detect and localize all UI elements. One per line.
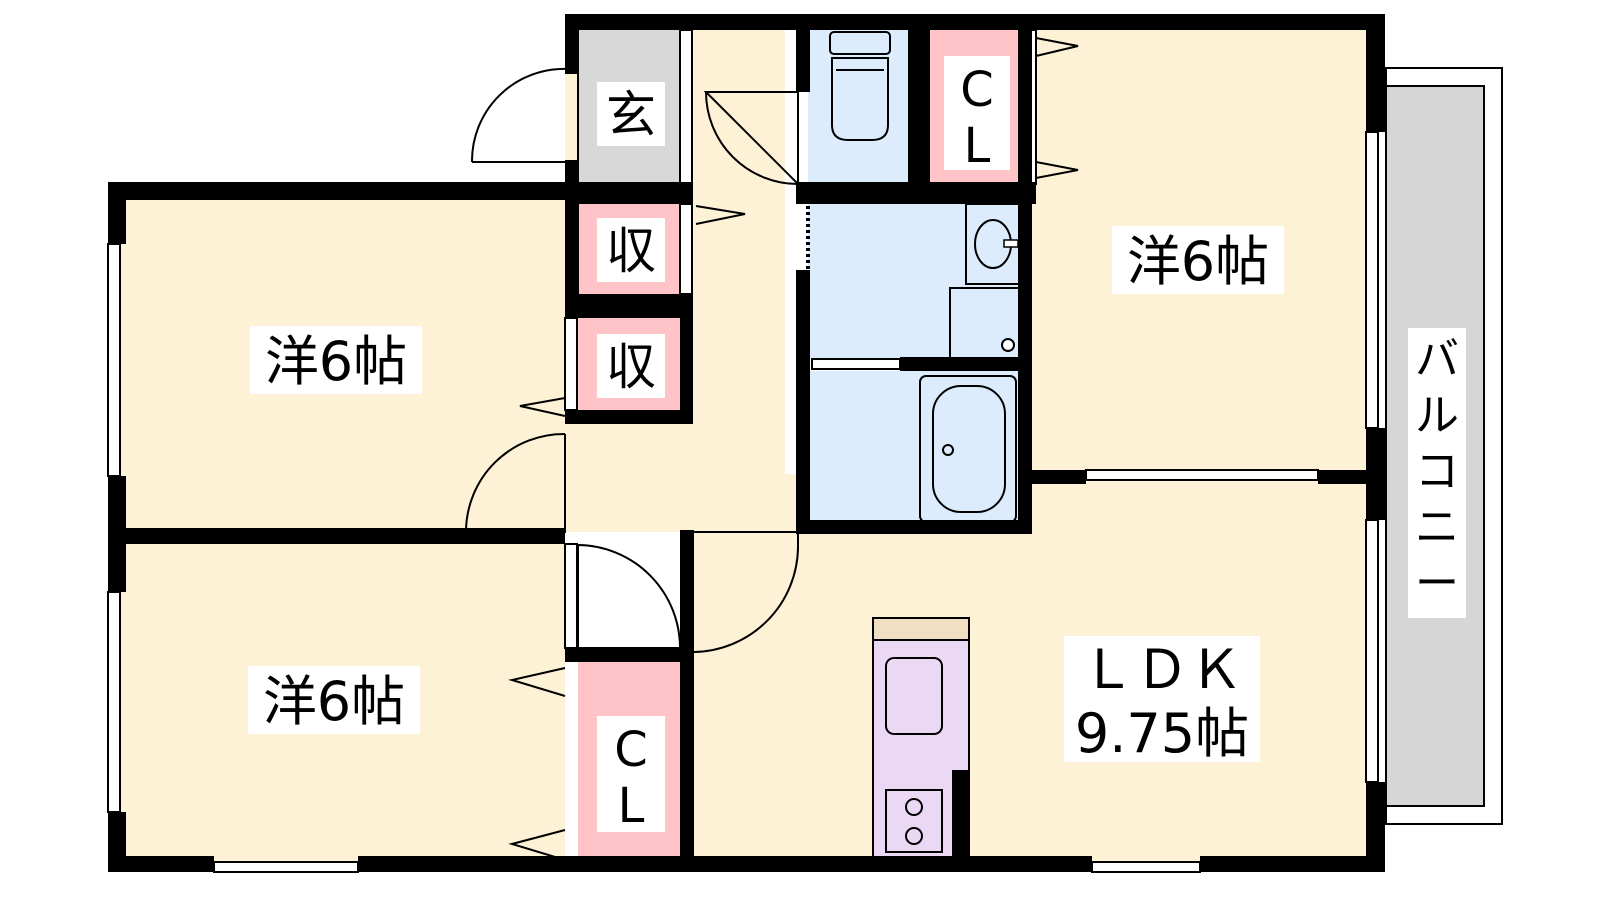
hall-door-toilet xyxy=(703,91,799,187)
bedroom-right-label: 洋6帖 xyxy=(1127,230,1269,293)
ldk-upper-left-fill xyxy=(690,532,800,652)
closet-bottom-label-c: C xyxy=(614,722,648,778)
window-corridor-a xyxy=(564,317,578,411)
window-left-top xyxy=(107,243,121,477)
windows xyxy=(107,29,1379,873)
closet-top-door-b xyxy=(1035,161,1079,179)
closet-top-label-c: C xyxy=(960,62,994,118)
window-bath-divide xyxy=(811,358,901,370)
sink-icon xyxy=(885,657,943,735)
window-left-bottom xyxy=(107,591,121,813)
balcony-label-2: ル xyxy=(1415,390,1459,441)
washing-machine-icon xyxy=(949,287,1025,359)
ldk-fill xyxy=(690,474,1375,867)
ldk-size-label: 9.75帖 xyxy=(1075,702,1249,765)
bedroom-top-left-label: 洋6帖 xyxy=(265,330,407,393)
closet-top-door-a xyxy=(1035,37,1079,57)
entrance-label: 玄 xyxy=(606,86,656,144)
walls xyxy=(108,14,1385,872)
storage-1-label: 収 xyxy=(606,222,656,280)
stove-icon xyxy=(885,789,943,853)
bedroom-bottom-left-label: 洋6帖 xyxy=(263,670,405,733)
window-corridor-b xyxy=(564,543,578,649)
washbasin-icon xyxy=(965,203,1025,285)
window-right-top xyxy=(1365,131,1379,429)
balcony-label-4: ニ xyxy=(1415,502,1459,553)
storage-2-label: 収 xyxy=(606,338,656,396)
closet-bottom-door-b xyxy=(508,829,566,861)
bathtub-icon xyxy=(919,375,1017,523)
balcony xyxy=(1385,67,1503,825)
closet-top-label-l: L xyxy=(964,118,991,174)
window-entrance xyxy=(679,29,693,185)
storage-2-doors xyxy=(519,397,566,417)
balcony-label-1: バ xyxy=(1415,334,1459,385)
window-interior xyxy=(1085,469,1319,481)
window-bottom-left xyxy=(213,861,359,873)
closet-bottom-label-l: L xyxy=(618,778,645,834)
room-labels: 玄 収 収 C L C L 洋6帖 洋6帖 洋6帖 ＬＤＫ 9.75帖 バ ル … xyxy=(248,56,1459,834)
ldk-name-label: ＬＤＫ xyxy=(1081,638,1243,701)
window-bottom-right xyxy=(1091,861,1201,873)
closet-bottom-door-a xyxy=(508,667,566,697)
balcony-label-3: コ xyxy=(1415,446,1459,497)
bedroom-bottom-left-door xyxy=(577,544,681,649)
fixtures xyxy=(806,31,1025,523)
front-door xyxy=(470,67,579,163)
balcony-label-5: ー xyxy=(1415,558,1459,609)
toilet-icon xyxy=(829,31,891,141)
window-right-bottom xyxy=(1365,519,1379,783)
storage-1-doors xyxy=(695,205,746,225)
window-storage xyxy=(679,203,693,295)
